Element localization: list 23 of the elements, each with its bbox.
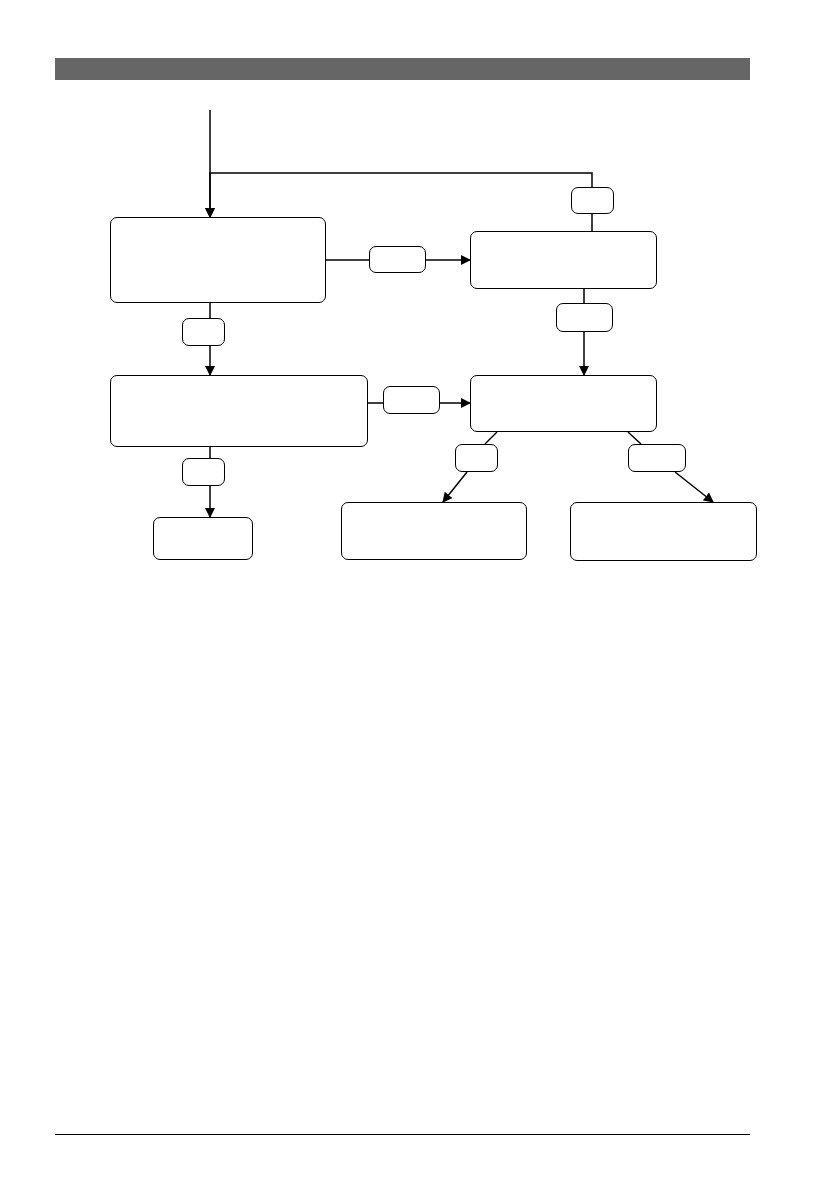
process-box <box>470 231 657 289</box>
arrow <box>205 345 215 376</box>
arrow <box>205 485 215 518</box>
process-box <box>570 502 757 561</box>
process-box <box>369 246 426 273</box>
process-box <box>182 458 225 486</box>
arrow <box>439 398 471 408</box>
arrow <box>205 172 593 218</box>
process-box <box>571 187 614 214</box>
process-box <box>628 444 686 472</box>
process-box <box>182 318 225 346</box>
process-box <box>556 303 613 332</box>
process-box <box>110 217 326 303</box>
arrow <box>425 255 471 265</box>
process-box <box>455 444 498 472</box>
process-box <box>110 375 368 447</box>
process-box <box>341 502 527 560</box>
process-box <box>470 375 657 432</box>
arrow <box>579 331 589 376</box>
arrow <box>442 471 468 503</box>
arrow <box>674 471 714 503</box>
process-box <box>153 517 253 560</box>
process-box <box>383 386 440 414</box>
